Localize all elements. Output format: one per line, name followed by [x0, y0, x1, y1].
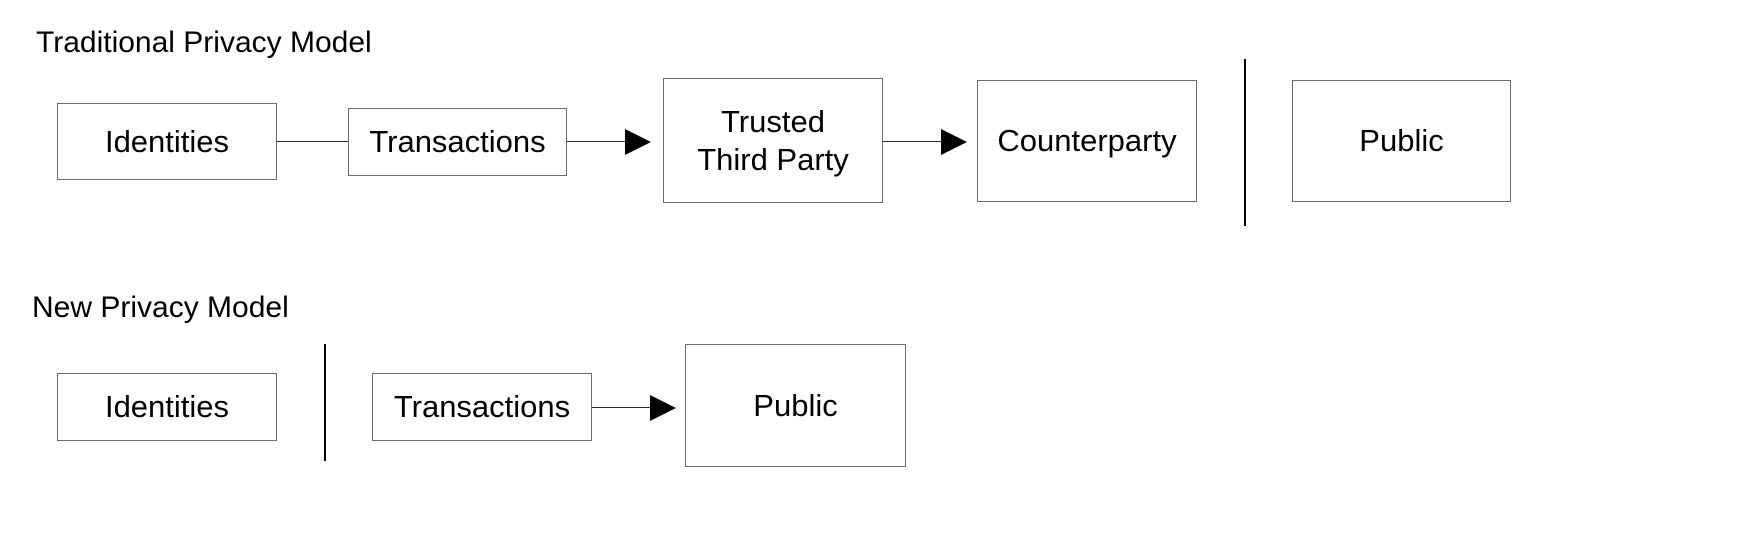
- traditional-model-heading: Traditional Privacy Model: [36, 26, 372, 59]
- edge-identities-to-transactions: [277, 141, 348, 142]
- traditional-privacy-boundary-divider: [1244, 59, 1246, 226]
- traditional-node-transactions-label: Transactions: [369, 124, 546, 159]
- traditional-node-transactions[interactable]: Transactions: [348, 108, 567, 176]
- new-node-public-label: Public: [753, 387, 838, 423]
- traditional-node-trusted-third-party-label: Trusted Third Party: [697, 103, 849, 177]
- traditional-node-counterparty-label: Counterparty: [997, 123, 1177, 158]
- new-node-public[interactable]: Public: [685, 344, 906, 467]
- edge-transactions-to-trusted-third-party: [567, 141, 639, 142]
- new-node-identities[interactable]: Identities: [57, 373, 277, 441]
- new-node-transactions[interactable]: Transactions: [372, 373, 592, 441]
- new-node-identities-label: Identities: [104, 389, 230, 424]
- traditional-node-public[interactable]: Public: [1292, 80, 1511, 202]
- new-privacy-boundary-divider: [324, 344, 326, 461]
- arrowhead-to-trusted-third-party-icon: [625, 129, 651, 155]
- arrowhead-to-public-icon: [650, 395, 676, 421]
- traditional-node-counterparty[interactable]: Counterparty: [977, 80, 1197, 202]
- edge-transactions-to-public: [592, 407, 664, 408]
- traditional-node-public-label: Public: [1359, 123, 1444, 158]
- edge-trusted-third-party-to-counterparty: [883, 141, 956, 142]
- arrowhead-to-counterparty-icon: [941, 129, 967, 155]
- traditional-node-identities[interactable]: Identities: [57, 103, 277, 180]
- new-model-heading: New Privacy Model: [32, 291, 289, 324]
- traditional-node-trusted-third-party[interactable]: Trusted Third Party: [663, 78, 883, 203]
- traditional-node-identities-label: Identities: [104, 123, 230, 159]
- new-node-transactions-label: Transactions: [393, 389, 571, 424]
